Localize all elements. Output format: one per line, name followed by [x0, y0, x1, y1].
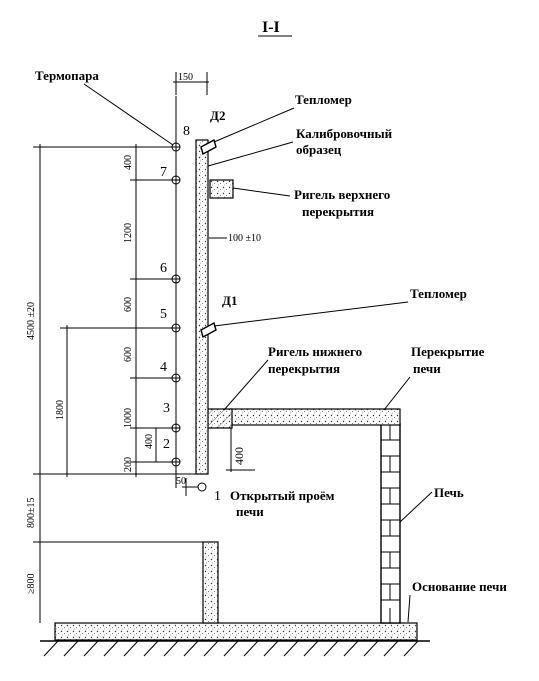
- label-thermocouple: Термопара: [35, 68, 99, 83]
- point-3: 3: [163, 401, 170, 416]
- dim-1200: 1200: [123, 223, 134, 243]
- label-upper-beam-2: перекрытия: [302, 204, 374, 219]
- label-furnace-slab-2: печи: [413, 361, 441, 376]
- furnace-base-slab: [54, 622, 418, 641]
- dim-50: 50: [176, 476, 186, 487]
- label-furnace-slab-1: Перекрытие: [411, 344, 485, 359]
- label-furnace: Печь: [434, 485, 464, 500]
- point-7: 7: [160, 165, 167, 180]
- point-4: 4: [160, 360, 167, 375]
- label-d2: Д2: [210, 108, 225, 123]
- dim-4500: 4500 ±20: [26, 302, 37, 340]
- dim-800-15: 800±15: [26, 498, 37, 529]
- dim-600-a: 600: [123, 297, 134, 312]
- label-opening-1: Открытый проём: [230, 488, 335, 503]
- dim-600-b: 600: [123, 347, 134, 362]
- dim-1000: 1000: [123, 408, 134, 428]
- opening-post: [202, 541, 219, 624]
- calibration-specimen: [195, 139, 209, 475]
- point-1: 1: [214, 489, 221, 504]
- heatmeter-d1: [200, 321, 217, 339]
- label-d1: Д1: [222, 293, 237, 308]
- heatmeter-d2: [200, 138, 217, 156]
- label-heatmeter-bottom: Тепломер: [410, 286, 467, 301]
- tc-1: [197, 482, 207, 492]
- dim-ticks: [33, 146, 196, 475]
- label-furnace-base: Основание печи: [412, 579, 507, 594]
- ground-hatching: [43, 640, 419, 657]
- dim-ge800: ≥800: [26, 574, 37, 595]
- label-calib-2: образец: [296, 142, 342, 157]
- dim-150: 150: [178, 72, 193, 83]
- section-title: I-I: [262, 19, 280, 36]
- point-2: 2: [163, 437, 170, 452]
- dim-200: 200: [123, 457, 134, 472]
- dim-beam-400: 400: [232, 447, 246, 465]
- label-lower-beam-2: перекрытия: [268, 361, 340, 376]
- furnace-brick-joints: [381, 424, 400, 623]
- label-lower-beam-1: Ригель нижнего: [268, 344, 362, 359]
- point-5: 5: [160, 307, 167, 322]
- point-6: 6: [160, 261, 167, 276]
- dim-400-small: 400: [144, 434, 155, 449]
- label-opening-2: печи: [236, 504, 264, 519]
- upper-beam: [209, 179, 234, 199]
- label-upper-beam-1: Ригель верхнего: [294, 187, 390, 202]
- dim-100-10: 100 ±10: [228, 233, 261, 244]
- dim-1800: 1800: [55, 400, 66, 420]
- furnace-slab: [230, 408, 401, 426]
- label-heatmeter-top: Тепломер: [295, 92, 352, 107]
- label-calib-1: Калибровочный: [296, 126, 393, 141]
- dim-400-top: 400: [123, 155, 134, 170]
- point-8: 8: [183, 124, 190, 139]
